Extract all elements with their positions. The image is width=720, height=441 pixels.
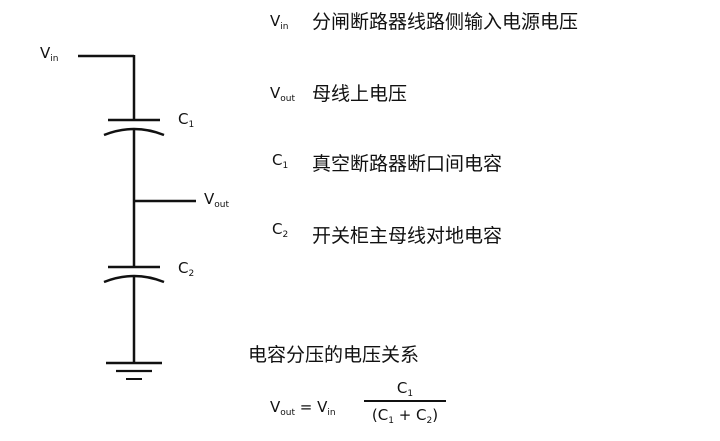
formula-left-side: Vout = Vin — [270, 398, 336, 418]
formula-numerator: C1 — [364, 378, 446, 399]
c1-label-symbol: C — [178, 110, 189, 128]
formula-denominator: (C1 + C2) — [364, 405, 446, 426]
voltage-divider-formula: Vout = Vin C1 (C1 + C2) — [270, 378, 470, 428]
formula-num-sub: 1 — [407, 389, 414, 399]
legend-symbol-vin: Vin — [270, 14, 288, 32]
formula-den-sub2: 2 — [426, 415, 433, 426]
vin-node-subscript: in — [50, 54, 59, 64]
legend-desc-vout: 母线上电压 — [312, 83, 408, 105]
formula-fraction: C1 (C1 + C2) — [364, 378, 446, 426]
formula-den-close: ) — [432, 405, 439, 424]
legend-symbol-vout: Vout — [270, 86, 295, 104]
c1-lower-plate — [103, 127, 165, 137]
c1-label: C1 — [178, 112, 194, 130]
vout-node-symbol: V — [204, 190, 215, 208]
legend-symbol-c1: C1 — [272, 153, 288, 171]
c1-label-subscript: 1 — [188, 120, 195, 130]
ground-icon — [106, 361, 162, 380]
formula-vin-sub: in — [327, 408, 336, 418]
vin-node-symbol: V — [40, 44, 51, 62]
vout-node-label: Vout — [204, 192, 229, 210]
legend-symbol-c2-c: C — [272, 220, 283, 238]
legend-symbol-c2: C2 — [272, 222, 288, 240]
legend-symbol-vin-sub: in — [280, 22, 289, 32]
formula-title: 电容分压的电压关系 — [248, 344, 420, 366]
vout-node-subscript: out — [214, 200, 230, 210]
formula-fraction-bar — [364, 400, 446, 402]
c2-lower-plate — [103, 274, 165, 284]
legend-symbol-vout-sub: out — [280, 94, 296, 104]
legend-symbol-c1-sub: 1 — [282, 161, 289, 171]
legend-symbol-c1-c: C — [272, 151, 283, 169]
vin-node-label: Vin — [40, 46, 58, 64]
legend-symbol-vout-v: V — [270, 84, 281, 102]
formula-den-sub1: 1 — [388, 415, 394, 426]
c2-label-symbol: C — [178, 259, 189, 277]
legend-desc-c1: 真空断路器断口间电容 — [312, 153, 503, 175]
formula-den-plus: + C — [393, 405, 427, 424]
legend-symbol-c2-sub: 2 — [282, 230, 289, 240]
legend-symbol-vin-v: V — [270, 12, 281, 30]
formula-den-open: (C — [371, 405, 389, 424]
formula-vout-v: V — [270, 398, 281, 416]
legend-desc-vin: 分闸断路器线路侧输入电源电压 — [312, 11, 579, 33]
c2-label-subscript: 2 — [188, 269, 195, 279]
formula-vin-v: V — [317, 398, 328, 416]
formula-equals: = — [295, 398, 318, 416]
formula-vout-sub: out — [280, 408, 296, 418]
c2-label: C2 — [178, 261, 194, 279]
formula-num-c: C — [396, 379, 408, 397]
legend-desc-c2: 开关柜主母线对地电容 — [312, 225, 503, 247]
